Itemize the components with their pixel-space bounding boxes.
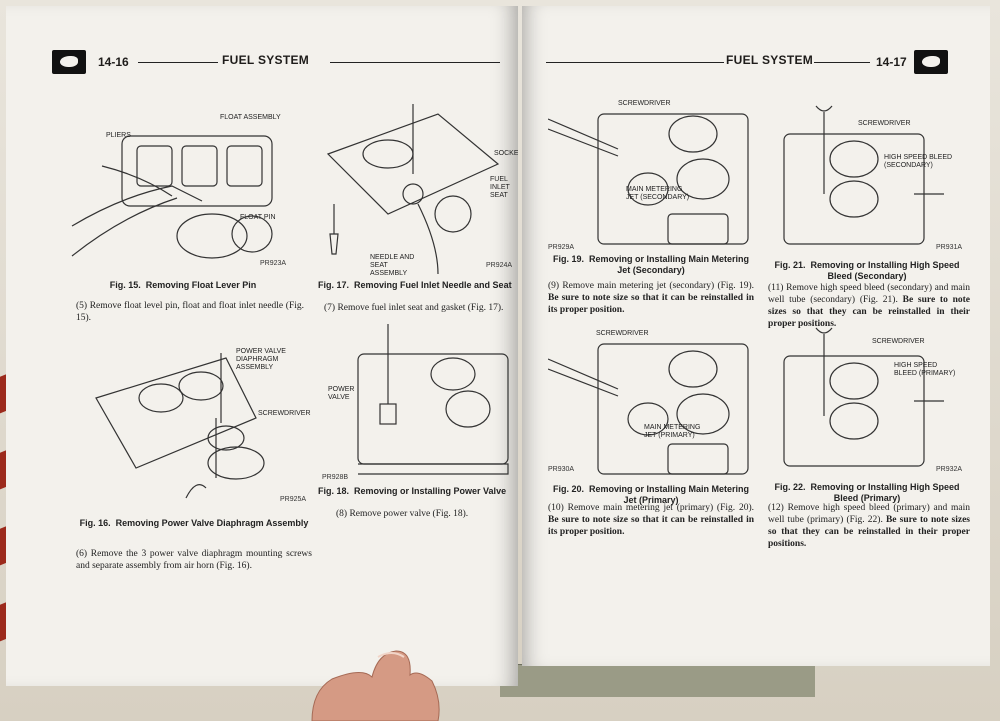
paragraph-11: (11) Remove high speed bleed (secondary)… [768,282,970,330]
figure-number: Fig. 16. [79,518,111,528]
figure-code: PR928B [322,474,349,481]
left-page-header: 14-16 FUEL SYSTEM [6,50,518,74]
figure-title: Removing Power Valve Diaphragm Assembly [115,518,309,528]
paragraph-9: (9) Remove main metering jet (secondary)… [548,280,754,316]
figure-title: Removing or Installing Main Metering Jet… [589,484,750,505]
fuel-system-logo-icon [52,50,86,74]
figure-20: SCREWDRIVER MAIN METERING JET (PRIMARY) … [548,324,754,514]
paragraph-text: (9) Remove main metering jet (secondary)… [548,281,754,291]
paragraph-text: (11) Remove high speed bleed (secondary)… [768,283,970,305]
figure-label: FLOAT ASSEMBLY [220,114,281,121]
figure-code: PR930A [548,466,575,473]
figure-caption: Fig. 18. Removing or Installing Power Va… [318,486,518,497]
figure-label: POWER VALVE [328,386,355,401]
figure-code: PR929A [548,244,575,251]
main-metering-jet-secondary-illustration [548,113,749,245]
paragraph-note: Be sure to note sizes so that they can b… [768,515,971,549]
fuel-inlet-illustration [326,104,500,275]
paragraph-note: Be sure to note sizes so that they can b… [768,295,971,329]
figure-label: HIGH SPEED BLEED (PRIMARY) [894,362,956,377]
header-rule [138,62,218,63]
figure-label: SCREWDRIVER [872,338,925,345]
figure-number: Fig. 18. [318,486,350,496]
figure-title: Removing or Installing Main Metering Jet… [589,254,750,275]
power-valve-diaphragm-illustration [95,353,265,499]
figure-caption: Fig. 19. Removing or Installing Main Met… [548,254,754,276]
figure-number: Fig. 20. [552,484,584,494]
figure-label: SCREWDRIVER [596,330,649,337]
page-number: 14-17 [876,55,907,69]
figure-code: PR923A [260,260,287,267]
figure-number: Fig. 17. [318,280,350,290]
figure-label: SCREWDRIVER [258,410,311,417]
paragraph-note: Be sure to note size so that it can be r… [548,293,754,315]
figure-title: Removing or Installing High Speed Bleed … [810,260,960,281]
main-metering-jet-primary-illustration [548,343,749,475]
figure-16: POWER VALVE DIAPHRAGM ASSEMBLY SCREWDRIV… [76,338,312,538]
header-rule [546,62,724,63]
figure-caption: Fig. 15. Removing Float Lever Pin [62,280,304,291]
figure-label: HIGH SPEED BLEED (SECONDARY) [884,154,953,169]
figure-title: Removing Fuel Inlet Needle and Seat [354,280,512,290]
left-page: 14-16 FUEL SYSTEM PLIERS FLOAT ASSEMBLY … [6,6,518,686]
section-title: FUEL SYSTEM [726,53,814,67]
figure-19: SCREWDRIVER MAIN METERING JET (SECONDARY… [548,94,754,294]
figure-label: MAIN METERING JET (SECONDARY) [626,186,690,201]
hand [311,650,440,721]
figure-caption: Fig. 21. Removing or Installing High Spe… [764,260,970,282]
figure-label: FLOAT PIN [240,214,276,221]
figure-caption: Fig. 16. Removing Power Valve Diaphragm … [76,518,312,529]
figure-15: PLIERS FLOAT ASSEMBLY FLOAT PIN PR923A F… [62,106,304,290]
section-title: FUEL SYSTEM [222,53,310,67]
book-stand [500,664,815,697]
paragraph-text: (12) Remove high speed bleed (primary) a… [768,503,970,525]
figure-caption: Fig. 17. Removing Fuel Inlet Needle and … [318,280,518,291]
figure-number: Fig. 22. [774,482,806,492]
figure-17: SOCKET FUEL INLET SEAT NEEDLE AND SEAT A… [318,104,518,304]
paragraph-10: (10) Remove main metering jet (primary) … [548,502,754,538]
paragraph-8: (8) Remove power valve (Fig. 18). [336,509,469,519]
page-number: 14-16 [98,55,129,69]
figure-number: Fig. 15. [109,280,141,290]
figure-caption: Fig. 22. Removing or Installing High Spe… [764,482,970,504]
high-speed-bleed-primary-illustration [783,327,944,467]
figure-label: SOCKET [494,150,518,157]
figure-label: SCREWDRIVER [858,120,911,127]
paragraph-text: (10) Remove main metering jet (primary) … [548,503,754,513]
figure-title: Removing or Installing Power Valve [354,486,507,496]
figure-code: PR932A [936,466,963,473]
float-lever-illustration [71,135,273,259]
figure-title: Removing Float Lever Pin [145,280,257,290]
figure-number: Fig. 19. [552,254,584,264]
figure-title: Removing or Installing High Speed Bleed … [810,482,960,503]
paragraph-7: (7) Remove fuel inlet seat and gasket (F… [324,303,504,313]
figure-code: PR925A [280,496,307,503]
figure-label: SCREWDRIVER [618,100,671,107]
figure-code: PR931A [936,244,963,251]
right-page: FUEL SYSTEM 14-17 SCREWDRIVER MAIN METER… [522,6,990,666]
figure-18: POWER VALVE PR928B Fig. 18. Removing or … [318,324,518,504]
figure-code: PR924A [486,262,513,269]
figure-label: FUEL INLET SEAT [490,176,510,199]
figure-label: POWER VALVE DIAPHRAGM ASSEMBLY [236,348,286,371]
figure-label: NEEDLE AND SEAT ASSEMBLY [370,254,415,277]
power-valve-illustration [357,324,509,475]
fuel-system-logo-icon [914,50,948,74]
paragraph-5: (5) Remove float level pin, float and fl… [76,301,304,323]
paragraph-note: Be sure to note size so that it can be r… [548,515,754,537]
figure-number: Fig. 21. [774,260,806,270]
figure-22: SCREWDRIVER HIGH SPEED BLEED (PRIMARY) P… [764,326,970,503]
figure-label: MAIN METERING JET (PRIMARY) [644,424,701,439]
header-rule [814,62,870,63]
paragraph-6: (6) Remove the 3 power valve diaphragm m… [76,549,312,571]
header-rule [330,62,500,63]
high-speed-bleed-secondary-illustration [783,105,944,245]
figure-caption: Fig. 20. Removing or Installing Main Met… [548,484,754,506]
right-page-header: FUEL SYSTEM 14-17 [522,50,990,74]
paragraph-12: (12) Remove high speed bleed (primary) a… [768,502,970,550]
figure-label: PLIERS [106,132,131,139]
figure-21: SCREWDRIVER HIGH SPEED BLEED (SECONDARY)… [764,104,970,281]
